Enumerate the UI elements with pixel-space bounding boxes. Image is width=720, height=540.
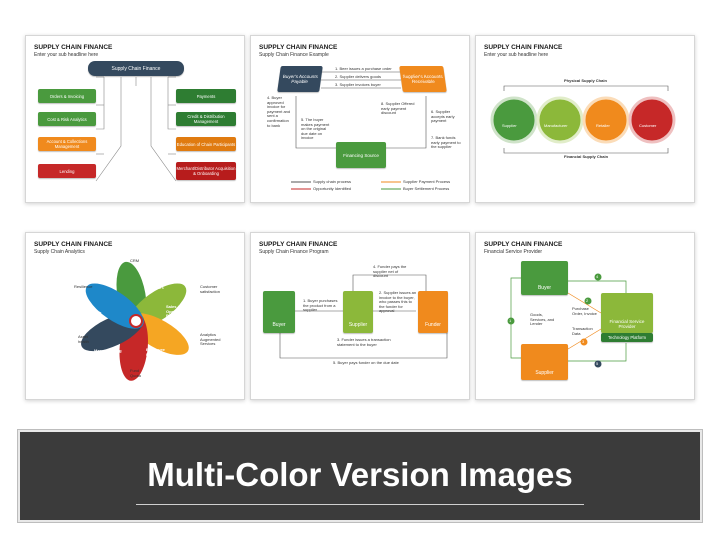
supply-chain-circles <box>490 85 676 154</box>
banner-divider <box>136 504 584 505</box>
label-asset-health: Asset health <box>78 334 89 344</box>
step-2: 2. Supplier delivers goods <box>335 74 382 79</box>
step-3: 3. Funder issues a transaction statement… <box>337 337 391 347</box>
slide-subtitle: Financial Service Provider <box>484 249 543 255</box>
step-7: 7. Bank funds early payment to the suppl… <box>431 135 461 150</box>
slide-subtitle: Enter your sub headline here <box>34 52 99 58</box>
label-customer-satisfaction: Customer satisfaction <box>200 284 221 294</box>
node-customer: Customer <box>639 123 657 128</box>
slide-title: SUPPLY CHAIN FINANCE <box>259 241 338 248</box>
supplier-node: Supplier <box>521 344 568 380</box>
banner-title: Multi-Color Version Images <box>147 456 573 493</box>
analytics-flower <box>81 261 189 381</box>
node-supplier: Supplier <box>502 123 517 128</box>
node-manufacturer: Manufacturer <box>544 123 568 128</box>
slide-subtitle: Supply Chain Analytics <box>34 249 85 255</box>
label-purchase-order: Purchase Order, Invoice <box>572 306 597 316</box>
label-transaction-data: Transaction Data <box>572 326 593 336</box>
center-node: Supply Chain Finance <box>88 61 184 76</box>
step-6: 6. Supplier accepts early payment <box>431 109 455 124</box>
legend-4: Buyer Settlement Process <box>403 186 450 191</box>
slide-title: SUPPLY CHAIN FINANCE <box>259 44 338 51</box>
left-item-1: Orders & Invoicing <box>38 89 96 103</box>
slide-thumbnail-1[interactable]: SUPPLY CHAIN FINANCE Enter your sub head… <box>25 35 245 203</box>
slide-thumbnail-3[interactable]: SUPPLY CHAIN FINANCE Enter your sub head… <box>475 35 695 203</box>
funder-node: Funder <box>418 291 448 333</box>
slide-subtitle: Enter your sub headline here <box>484 52 549 58</box>
label-resilience: Resilience <box>74 284 93 289</box>
slide-thumbnail-6[interactable]: SUPPLY CHAIN FINANCE Financial Service P… <box>475 232 695 400</box>
badge-2: 2 <box>586 298 589 303</box>
financial-supply-chain-label: Financial Supply Chain <box>564 154 609 159</box>
badge-5: 5 <box>596 361 599 366</box>
node-retailer: Retailer <box>596 123 610 128</box>
slide-thumbnail-2[interactable]: SUPPLY CHAIN FINANCE Supply Chain Financ… <box>250 35 470 203</box>
step-8: 8. Supplier Offered early payment discou… <box>381 101 415 116</box>
legend-2: Supplier Payment Process <box>403 179 451 184</box>
label-fund-quota: Fund Quota <box>130 368 141 378</box>
physical-supply-chain-label: Physical Supply Chain <box>564 78 607 83</box>
slide-title: SUPPLY CHAIN FINANCE <box>34 241 113 248</box>
badge-3: 3 <box>582 339 585 344</box>
finance-items: • Demand Forecasting • Tax • Invoicing •… <box>147 262 171 290</box>
connector-lines <box>95 76 177 182</box>
badge-1: 1 <box>509 318 512 323</box>
financial-service-provider-node: Financial Service Provider <box>601 293 653 333</box>
step-1: 1. Beer issues a purchase order <box>335 66 392 71</box>
step-2: 2. Supplier issues an invoice to the buy… <box>379 290 417 314</box>
supplier-node: Supplier's Accounts Receivable <box>399 66 447 92</box>
petal-smart-tech: Smart Tech <box>80 310 102 315</box>
petal-logistics: Logistics <box>100 268 118 273</box>
right-item-4: Merchant/Distributor Acquisition & Onboa… <box>176 162 236 180</box>
slide-subtitle: Supply Chain Finance Example <box>259 52 329 58</box>
left-item-4: Lending <box>38 164 96 178</box>
petal-finance: Finance <box>150 256 166 261</box>
label-analytics: Analytics Augmented Services <box>200 332 221 347</box>
slide-subtitle: Supply Chain Finance Program <box>259 249 329 255</box>
label-crm: CRM <box>130 258 140 263</box>
slide-title: SUPPLY CHAIN FINANCE <box>34 44 113 51</box>
slide-title: SUPPLY CHAIN FINANCE <box>484 241 563 248</box>
petal-manufacturing: Manufacturing <box>94 348 122 353</box>
buyer-node: Buyer <box>263 291 295 333</box>
badge-4: 4 <box>596 274 599 279</box>
technology-platform-bar: Technology Platform <box>601 333 653 342</box>
slide-thumbnail-5[interactable]: SUPPLY CHAIN FINANCE Supply Chain Financ… <box>250 232 470 400</box>
supplier-node: Supplier <box>343 291 373 333</box>
right-item-2: Credit & Distribution Management <box>176 112 236 126</box>
legend-1: Supply chain process <box>313 179 352 184</box>
title-banner: Multi-Color Version Images <box>18 430 702 522</box>
right-item-3: Education of Chain Participants <box>176 137 236 151</box>
step-5: 5. The buyer makes payment on the origin… <box>301 117 330 141</box>
legend-3: Opportunity Identified <box>313 186 352 191</box>
petal-employee-resource: Employee Resource <box>146 347 165 357</box>
left-item-2: Cost & Risk Analytics <box>38 112 96 126</box>
financing-source-node: Financing Source <box>336 142 386 168</box>
step-1: 1. Buyer purchases the product from a su… <box>303 298 338 313</box>
slide-title: SUPPLY CHAIN FINANCE <box>484 44 563 51</box>
buyer-node: Buyer's Accounts Payable <box>277 66 323 92</box>
label-goods: Goods, Services, and Lender <box>530 312 555 327</box>
slide-thumbnail-4[interactable]: SUPPLY CHAIN FINANCE Supply Chain Analyt… <box>25 232 245 400</box>
flow-arrows <box>291 71 427 190</box>
step-3: 3. Supplier invoices buyer <box>335 82 381 87</box>
step-4: 4. Buyer approved invoice for payment an… <box>267 95 291 128</box>
step-5: 5. Buyer pays funder on the due date <box>333 360 399 365</box>
provider-arrows <box>507 273 627 368</box>
right-item-1: Payments <box>176 89 236 103</box>
left-item-3: Account & Collections Management <box>38 137 96 151</box>
buyer-node: Buyer <box>521 261 568 295</box>
step-4: 4. Funder pays the supplier net of disco… <box>373 264 407 279</box>
petal-sales-operations: Sales & Operations Planning <box>166 304 188 319</box>
